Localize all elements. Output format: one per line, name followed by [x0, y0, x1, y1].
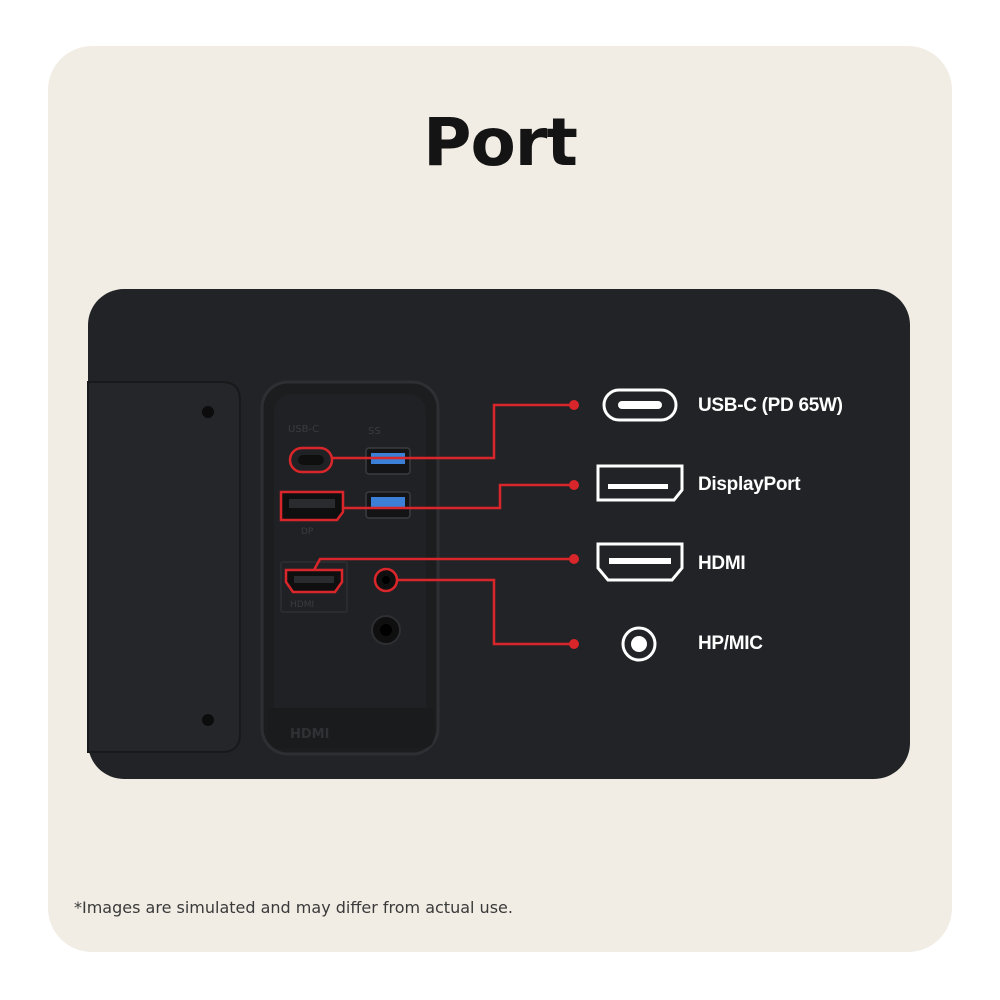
svg-text:HDMI: HDMI — [290, 727, 329, 742]
port-label-usb-c: USB-C (PD 65W) — [698, 395, 843, 416]
disclaimer-text: *Images are simulated and may differ fro… — [74, 898, 513, 917]
svg-text:DP: DP — [301, 527, 314, 537]
svg-text:HDMI: HDMI — [290, 600, 314, 610]
port-label-hp-mic: HP/MIC — [698, 633, 763, 654]
port-label-displayport: DisplayPort — [698, 474, 801, 495]
page-title: Port — [423, 104, 578, 181]
svg-text:SS: SS — [368, 426, 381, 437]
port-label-hdmi: HDMI — [698, 553, 746, 574]
svg-text:USB-C: USB-C — [288, 424, 319, 435]
